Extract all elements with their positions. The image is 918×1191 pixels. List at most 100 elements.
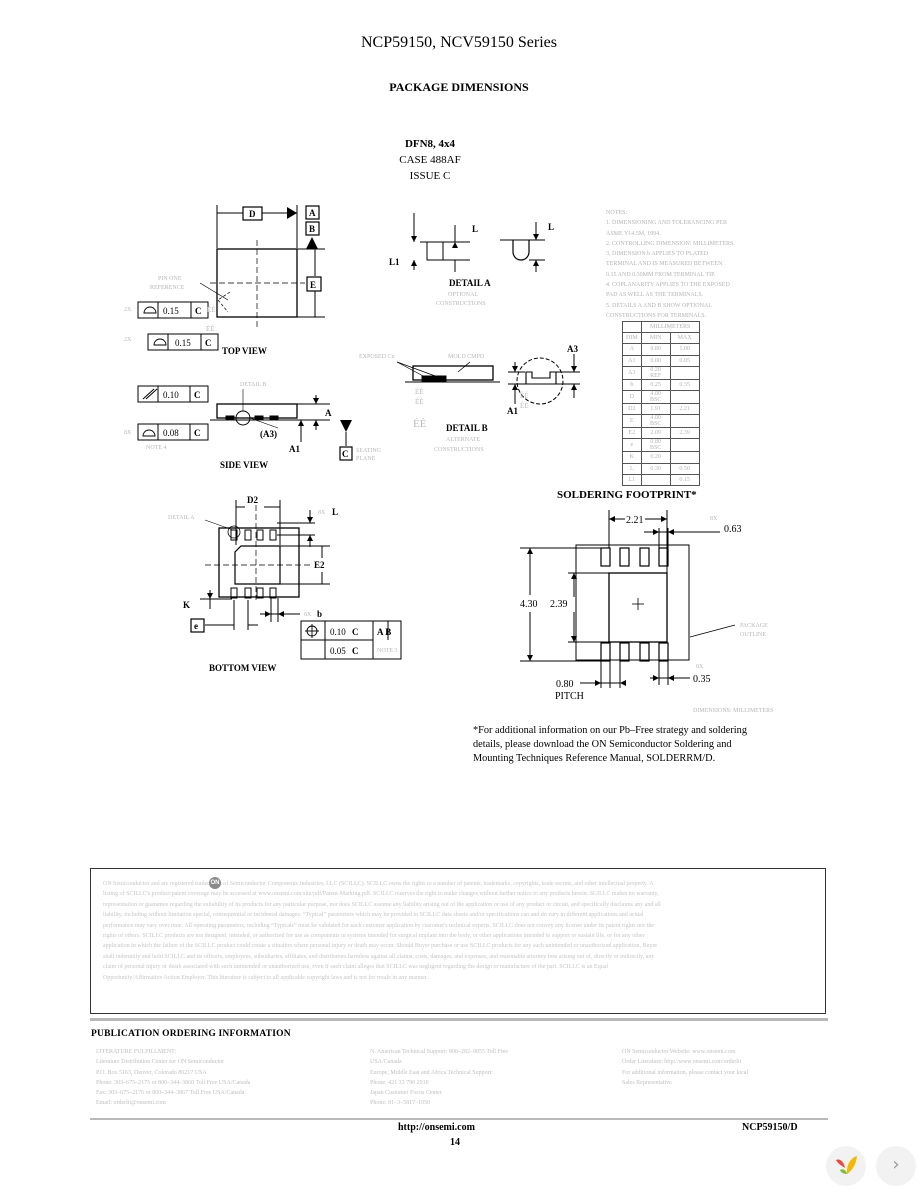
- bottom-view: D2 E2 8X L DETAIL A K e 8X b: [168, 495, 402, 673]
- fp-outline-1: PACKAGE: [740, 623, 768, 629]
- datum-a-label: A: [309, 208, 316, 218]
- two-x-label-2: 2X: [124, 337, 132, 343]
- footer-url-link[interactable]: http://onsemi.com: [398, 1122, 475, 1133]
- note-line: PAD AS WELL AS THE TERMINALS.: [606, 292, 704, 299]
- detail-b-ref: DETAIL B: [240, 382, 266, 388]
- solder-pads-top: [600, 547, 669, 567]
- note-3-label: NOTE 3: [377, 648, 398, 654]
- datum-c-bottom: C: [352, 627, 359, 637]
- divider-bottom: [90, 1118, 828, 1120]
- fp-dim-080: 0.80: [556, 679, 574, 690]
- top-view-label: TOP VIEW: [222, 346, 267, 356]
- detail-a-label: DETAIL A: [449, 278, 491, 288]
- fp-dim-035: 0.35: [693, 674, 711, 685]
- detail-b: EXPOSED Cu MOLD CMPD ÈÈ ÈÈ ÉÉ DETAIL B A…: [359, 344, 580, 453]
- datum-c-ref-2: C: [205, 338, 212, 348]
- detail-a-ref: DETAIL A: [168, 515, 195, 521]
- datum-c-ref: C: [195, 306, 202, 316]
- fp-dim-221: 2.21: [626, 515, 644, 526]
- next-page-button[interactable]: ›: [876, 1146, 916, 1186]
- tolerance-010-position: 0.10: [330, 627, 346, 637]
- top-view: D A B E PIN ONE REFERENCE 2X 0.15 C ÈÈ 2…: [124, 205, 325, 356]
- on-logo-icon: ON: [209, 877, 221, 889]
- solder-pads-bottom: [600, 642, 669, 662]
- document-number: NCP59150/D: [742, 1122, 798, 1133]
- fp-dim-430: 4.30: [520, 599, 538, 610]
- detail-a-l-label-2: L: [548, 222, 554, 232]
- terminal-pads-bottom: [230, 587, 277, 599]
- bottom-dim-e: e: [194, 621, 198, 631]
- fp-outline-2: OUTLINE: [740, 632, 766, 638]
- soldering-footprint: 2.21 8X 0.63 4.30 2.39 0.80 PITCH: [520, 510, 774, 714]
- publication-col-support: N. American Technical Support: 800–282–9…: [370, 1049, 509, 1107]
- two-x-label: 2X: [124, 307, 132, 313]
- fp-pitch-label: PITCH: [555, 691, 584, 702]
- fp-eight-x: 8X: [710, 516, 718, 522]
- note-line: TERMINAL AND IS MEASURED BETWEEN: [606, 261, 723, 268]
- table-header-group: MILLIMETERS: [640, 320, 700, 334]
- fp-eight-x-2: 8X: [696, 664, 704, 670]
- note-line: NOTES:: [606, 210, 627, 216]
- svg-text:ÉÉ: ÉÉ: [520, 402, 529, 410]
- package-name: DFN8, 4x4: [404, 138, 456, 150]
- detail-a-l1-label: L1: [389, 257, 400, 267]
- soldering-footprint-title: SOLDERING FOOTPRINT*: [557, 489, 697, 501]
- package-header: DFN8, 4x4 CASE 488AF ISSUE C: [360, 136, 500, 184]
- viewer-logo-icon: [836, 1156, 857, 1174]
- eight-x-side: 8X: [124, 430, 132, 436]
- datum-ab-bottom: A B: [377, 627, 391, 637]
- publication-col-web: ON Semiconductor Website: www.onsemi.com…: [622, 1049, 749, 1086]
- table-col-max: MAX: [669, 332, 700, 345]
- tolerance-010-side: 0.10: [163, 390, 179, 400]
- divider: [90, 1018, 828, 1021]
- dim-label-d: D: [249, 209, 256, 219]
- detail-b-constructions: CONSTRUCTIONS: [434, 447, 484, 453]
- dim-label-e2: E2: [314, 560, 325, 570]
- note-line: 1. DIMENSIONING AND TOLERANCING PER: [606, 220, 727, 227]
- package-drawing: D A B E PIN ONE REFERENCE 2X 0.15 C ÈÈ 2…: [124, 205, 774, 714]
- fp-dimensions-note: DIMENSIONS: MILLIMETERS: [693, 708, 774, 714]
- mold-cmpd-label: MOLD CMPD: [448, 354, 485, 360]
- note-4-label: NOTE 4: [146, 445, 167, 451]
- detail-b-a3: A3: [567, 344, 578, 354]
- note-line: 4. COPLANARITY APPLIES TO THE EXPOSED: [606, 282, 730, 289]
- svg-text:ÉÉ: ÉÉ: [413, 418, 427, 430]
- viewer-logo-button[interactable]: [826, 1146, 866, 1186]
- table-col-dim: DIM: [622, 332, 642, 345]
- side-dim-a1: A1: [289, 444, 300, 454]
- dim-label-d2: D2: [247, 495, 258, 505]
- footnote: *For additional information on our Pb–Fr…: [473, 725, 747, 764]
- svg-text:ÈÈ: ÈÈ: [207, 306, 216, 314]
- side-view-label: SIDE VIEW: [220, 460, 268, 470]
- pin-one-label: PIN ONE: [158, 276, 182, 282]
- datum-c-side-2: C: [194, 428, 201, 438]
- tolerance-008-side: 0.08: [163, 428, 179, 438]
- fp-dim-239: 2.39: [550, 599, 568, 610]
- legal-disclaimer-box: ON Semiconductor and are registered trad…: [90, 868, 826, 1014]
- reference-label: REFERENCE: [150, 285, 185, 291]
- document-series-title: NCP59150, NCV59150 Series: [360, 34, 557, 51]
- table-header-blank: [622, 320, 642, 334]
- note-line: 3. DIMENSION b APPLIES TO PLATED: [606, 251, 709, 258]
- detail-b-alternate: ALTERNATE: [446, 437, 480, 443]
- detail-a-constructions: CONSTRUCTIONS: [436, 301, 486, 307]
- terminal-pads-top: [230, 529, 277, 541]
- note-line: 0.15 AND 0.30MM FROM TERMINAL TIP.: [606, 271, 716, 278]
- plane-label: PLANE: [356, 456, 376, 462]
- eight-x-l: 8X: [318, 510, 326, 516]
- publication-col-literature: LITERATURE FULFILLMENT:Literature Distri…: [96, 1049, 251, 1107]
- dim-label-e: E: [310, 280, 316, 290]
- package-case: CASE 488AF: [399, 154, 461, 166]
- datum-c-bottom-2: C: [352, 646, 359, 656]
- tolerance-015-top: 0.15: [163, 306, 179, 316]
